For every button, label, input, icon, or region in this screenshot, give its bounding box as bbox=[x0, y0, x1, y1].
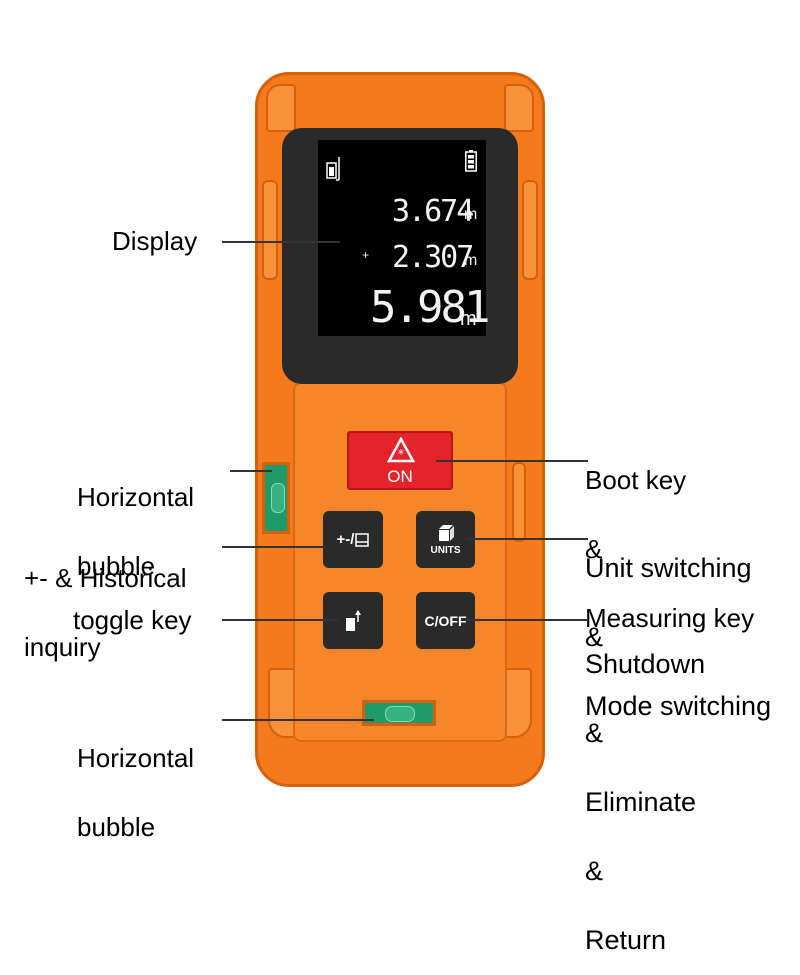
display-screen: 3.674 m + 2.307 m 5.981 m bbox=[318, 140, 490, 336]
label-line: Mode switching bbox=[585, 691, 772, 721]
units-label: UNITS bbox=[430, 545, 461, 556]
label-line: Boot key bbox=[585, 465, 687, 495]
label-line: Eliminate bbox=[585, 787, 697, 817]
reference-point-icon bbox=[326, 154, 342, 182]
horizontal-bubble-side bbox=[262, 462, 290, 534]
leader-boot bbox=[436, 460, 588, 462]
leader-display bbox=[222, 241, 340, 243]
clear-off-label: C/OFF bbox=[424, 612, 467, 629]
cube-icon bbox=[438, 525, 454, 541]
horizontal-bubble-bottom bbox=[362, 700, 436, 726]
label-line: Return bbox=[585, 925, 667, 955]
side-grip-right bbox=[522, 180, 538, 280]
label-line: Horizontal bbox=[77, 482, 195, 512]
clear-off-button[interactable]: C/OFF bbox=[416, 592, 475, 649]
label-display: Display bbox=[112, 226, 198, 256]
memory-icon bbox=[355, 532, 370, 547]
leader-historical bbox=[222, 546, 326, 548]
plus-sign: + bbox=[362, 248, 370, 262]
label-horizontal-bubble-2: Horizontal bubble bbox=[77, 701, 194, 862]
leader-bubble-2 bbox=[222, 719, 374, 721]
label-line: Shutdown bbox=[585, 649, 706, 679]
svg-text:*: * bbox=[398, 447, 404, 461]
unit-1: m bbox=[464, 206, 478, 223]
reference-toggle-icon bbox=[346, 609, 361, 631]
label-line: & bbox=[585, 622, 604, 652]
label-unit-switching: Unit switching & Mode switching bbox=[585, 511, 771, 741]
leader-bubble-1 bbox=[230, 470, 272, 472]
leader-units bbox=[466, 538, 588, 540]
toggle-reference-button[interactable] bbox=[323, 592, 383, 649]
unit-3: m bbox=[460, 308, 477, 330]
reading-1: 3.674 bbox=[392, 194, 474, 229]
side-grip-right-lower bbox=[512, 462, 526, 542]
on-measure-button[interactable]: * ON bbox=[347, 431, 453, 490]
label-shutdown: Shutdown & Eliminate & Return bbox=[585, 607, 705, 975]
label-line: Horizontal bbox=[77, 743, 195, 773]
label-line: bubble bbox=[77, 812, 156, 842]
bubble-vial bbox=[385, 706, 415, 722]
side-grip-left bbox=[262, 180, 278, 280]
units-button[interactable]: UNITS bbox=[416, 511, 475, 568]
label-horizontal-bubble-1: Horizontal bubble bbox=[77, 440, 194, 601]
leader-toggle bbox=[222, 619, 338, 621]
laser-warning-icon: * bbox=[386, 436, 416, 463]
label-line: & bbox=[585, 856, 604, 886]
label-line: & bbox=[585, 534, 603, 564]
label-toggle: toggle key bbox=[73, 605, 192, 635]
leader-shutdown bbox=[466, 619, 588, 621]
bubble-vial bbox=[271, 483, 285, 513]
plus-minus-history-button[interactable]: +-/ bbox=[323, 511, 383, 568]
label-line: Unit switching bbox=[585, 553, 752, 583]
label-line: inquiry bbox=[24, 632, 101, 662]
label-line: & bbox=[585, 718, 604, 748]
label-historical: +- & Historical inquiry bbox=[24, 521, 187, 682]
label-line: +- & Historical bbox=[24, 563, 187, 593]
total-reading: 5.981 bbox=[370, 282, 490, 333]
label-line: bubble bbox=[77, 551, 156, 581]
plus-minus-label: +-/ bbox=[336, 531, 355, 548]
battery-icon bbox=[465, 150, 477, 172]
corner-grip-top-right bbox=[504, 84, 534, 132]
reading-2: 2.307 bbox=[392, 240, 474, 275]
label-line: Measuring key bbox=[585, 603, 755, 633]
corner-grip-top-left bbox=[266, 84, 296, 132]
label-boot: Boot key & Measuring key bbox=[585, 423, 754, 653]
on-label: ON bbox=[387, 467, 413, 486]
unit-2: m bbox=[464, 252, 478, 269]
